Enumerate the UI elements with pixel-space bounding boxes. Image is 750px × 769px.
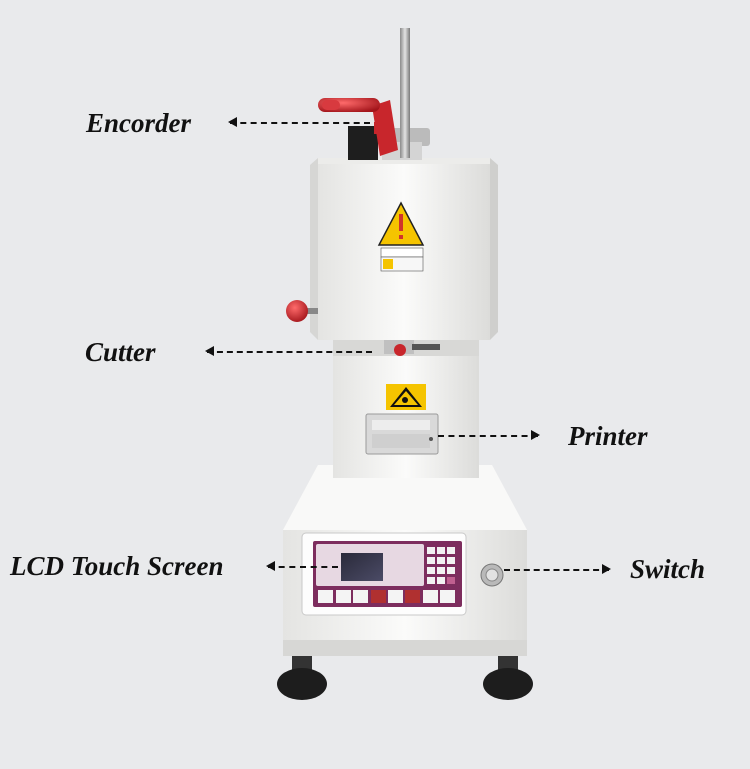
arrow-printer <box>438 430 540 440</box>
cutter <box>384 340 440 356</box>
printer[interactable] <box>365 413 439 455</box>
warning-triangle-icon <box>377 201 425 246</box>
side-knob[interactable] <box>286 300 318 322</box>
arrow-encoder <box>228 117 370 127</box>
foot-left <box>277 655 327 700</box>
label-encoder: Encorder <box>86 108 192 138</box>
label-switch: Switch <box>630 554 706 584</box>
hand-crush-warning-icon <box>386 384 426 410</box>
label-lcd-touch-screen: LCD Touch Screen <box>10 551 224 581</box>
function-buttons[interactable] <box>318 590 455 603</box>
foot-right <box>483 655 533 700</box>
arrow-switch <box>504 564 611 574</box>
control-panel <box>301 532 467 616</box>
lcd-screen[interactable] <box>341 553 383 581</box>
arrow-cutter <box>205 346 372 356</box>
encoder-assembly <box>318 28 430 160</box>
keypad[interactable] <box>427 547 455 584</box>
label-printer: Printer <box>568 421 648 451</box>
arrow-lcd <box>266 561 338 571</box>
switch-knob[interactable] <box>480 563 504 587</box>
warning-sticker <box>380 247 424 272</box>
label-cutter: Cutter <box>85 337 156 367</box>
